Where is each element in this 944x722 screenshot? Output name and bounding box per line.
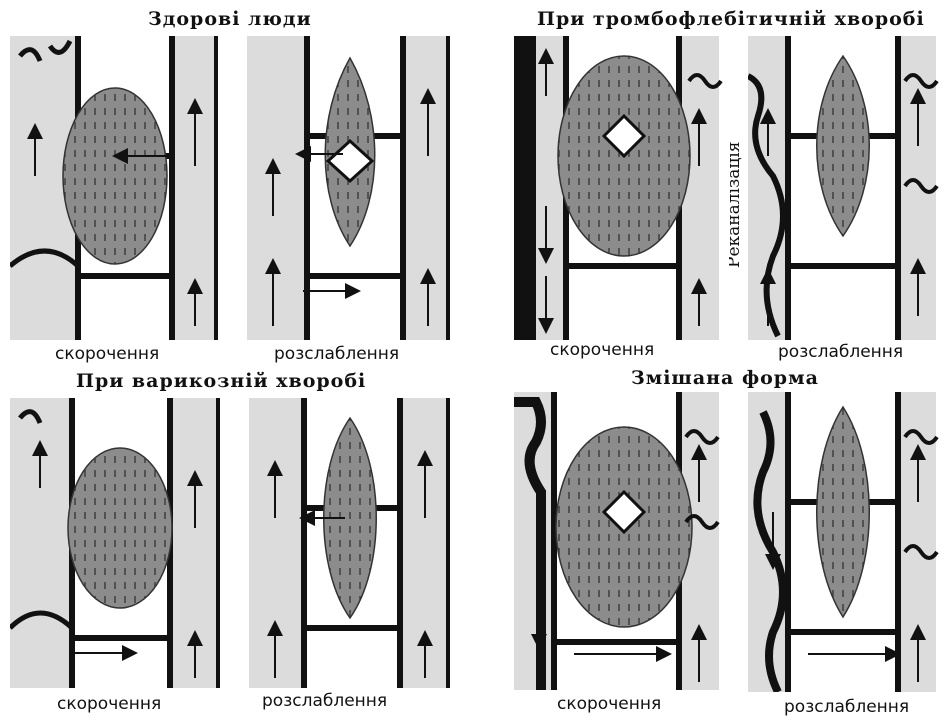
mixed-title: Змішана форма	[631, 367, 819, 389]
thrombo-title: При тромбофлебітичній хворобі	[537, 8, 925, 30]
varicose-title: При варикозній хворобі	[76, 370, 366, 392]
varicose-relaxation-diagram	[245, 398, 465, 688]
healthy-contraction-diagram	[10, 36, 235, 340]
healthy-title: Здорові люди	[148, 8, 312, 30]
thrombo-right-caption: розслаблення	[778, 342, 903, 362]
healthy-left-caption: скорочення	[55, 344, 159, 364]
thrombo-left-caption: скорочення	[550, 340, 654, 360]
varicose-left-caption: скорочення	[57, 694, 161, 714]
mixed-left-caption: скорочення	[557, 694, 661, 714]
thrombo-relaxation-diagram	[748, 36, 940, 340]
healthy-right-caption: розслаблення	[274, 344, 399, 364]
varicose-contraction-diagram	[10, 398, 235, 688]
varicose-right-caption: розслаблення	[262, 691, 387, 711]
mixed-relaxation-diagram	[748, 392, 940, 692]
healthy-relaxation-diagram	[243, 36, 465, 340]
mixed-right-caption: розслаблення	[784, 697, 909, 717]
mixed-contraction-diagram	[514, 392, 729, 690]
thrombo-contraction-diagram	[514, 36, 729, 340]
